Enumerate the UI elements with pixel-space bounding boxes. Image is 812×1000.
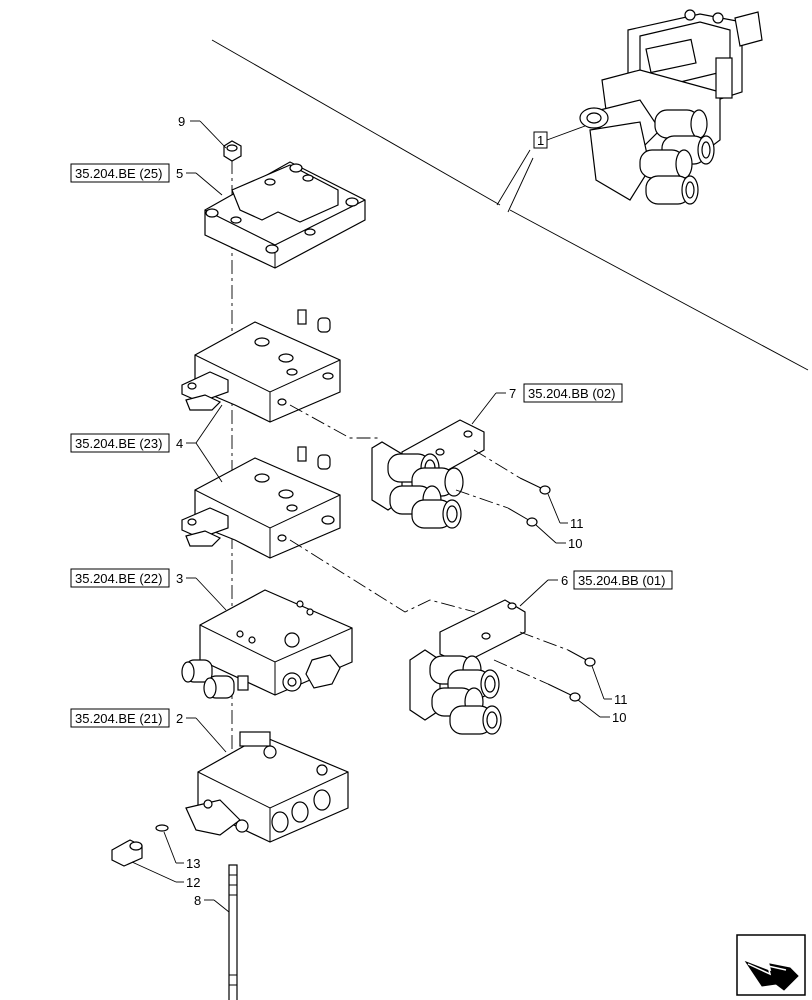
inlet-section-item-2 — [185, 731, 349, 843]
callout-13-label: 13 — [186, 856, 200, 871]
callout-2-label: 2 — [176, 711, 183, 726]
callout-13: 13 — [163, 831, 200, 871]
o-ring-item-13 — [155, 824, 169, 832]
callout-5: 5 — [176, 166, 223, 196]
cover-plate-item-5 — [204, 161, 366, 269]
callout-9-label: 9 — [178, 114, 185, 129]
bolt-item-11-lower — [567, 649, 596, 667]
bolt-item-10-upper — [507, 507, 538, 527]
plug-item-12 — [111, 839, 143, 867]
callout-11-upper-label: 11 — [570, 516, 584, 531]
coupler-bracket-item-6 — [409, 599, 526, 735]
callout-1: 1 — [533, 125, 586, 149]
callout-11-lower-label: 11 — [614, 692, 628, 707]
ref-label-bb-02: 35.204.BB (02) — [528, 386, 615, 401]
bolt-item-10-lower — [547, 683, 581, 702]
callout-10-upper: 10 — [535, 524, 582, 551]
coupler-bracket-item-7 — [371, 419, 485, 529]
callout-8: 8 — [194, 893, 230, 913]
ref-box-35-204-be-23[interactable]: 35.204.BE (23) — [70, 433, 170, 453]
ref-box-35-204-bb-01[interactable]: 35.204.BB (01) — [573, 570, 673, 590]
callout-12: 12 — [131, 861, 200, 890]
spool-ends-item-3 — [181, 659, 249, 699]
overview-coupler-stack — [639, 109, 715, 205]
ref-label-be-21: 35.204.BE (21) — [75, 711, 162, 726]
callout-6: 6 — [519, 573, 568, 607]
ref-box-35-204-be-22[interactable]: 35.204.BE (22) — [70, 568, 170, 588]
callout-2: 2 — [176, 711, 227, 753]
callout-6-label: 6 — [561, 573, 568, 588]
valve-section-item-3 — [181, 589, 353, 699]
callout-3-label: 3 — [176, 571, 183, 586]
ref-label-be-25: 35.204.BE (25) — [75, 166, 162, 181]
callout-7-label: 7 — [509, 386, 516, 401]
tie-rod-item-8 — [228, 864, 238, 1000]
callout-8-label: 8 — [194, 893, 201, 908]
nut-item-9 — [223, 140, 242, 162]
callout-12-label: 12 — [186, 875, 200, 890]
next-page-arrow-icon[interactable] — [736, 934, 806, 996]
valve-section-item-4-lower — [181, 446, 341, 559]
ref-box-35-204-be-21[interactable]: 35.204.BE (21) — [70, 708, 170, 728]
callout-4: 4 — [176, 404, 223, 483]
ref-label-bb-01: 35.204.BB (01) — [578, 573, 665, 588]
ref-box-35-204-be-25[interactable]: 35.204.BE (25) — [70, 163, 170, 183]
callout-3: 3 — [176, 571, 227, 611]
callout-11-lower: 11 — [591, 665, 628, 707]
valve-section-item-4-upper — [181, 309, 341, 423]
callout-4-label: 4 — [176, 436, 183, 451]
callout-10-upper-label: 10 — [568, 536, 582, 551]
ref-box-35-204-bb-02[interactable]: 35.204.BB (02) — [523, 383, 623, 403]
callout-5-label: 5 — [176, 166, 183, 181]
callout-10-lower: 10 — [577, 699, 626, 725]
bolt-item-11-upper — [519, 477, 551, 495]
callout-10-lower-label: 10 — [612, 710, 626, 725]
callout-1-label: 1 — [537, 133, 544, 148]
callout-9: 9 — [178, 114, 227, 149]
routing-lines — [289, 404, 569, 685]
ref-label-be-23: 35.204.BE (23) — [75, 436, 162, 451]
overview-separator — [211, 39, 809, 371]
callout-7: 7 — [471, 386, 516, 425]
callout-11-upper: 11 — [547, 493, 584, 531]
ref-label-be-22: 35.204.BE (22) — [75, 571, 162, 586]
overview-valve-assembly — [579, 9, 763, 205]
